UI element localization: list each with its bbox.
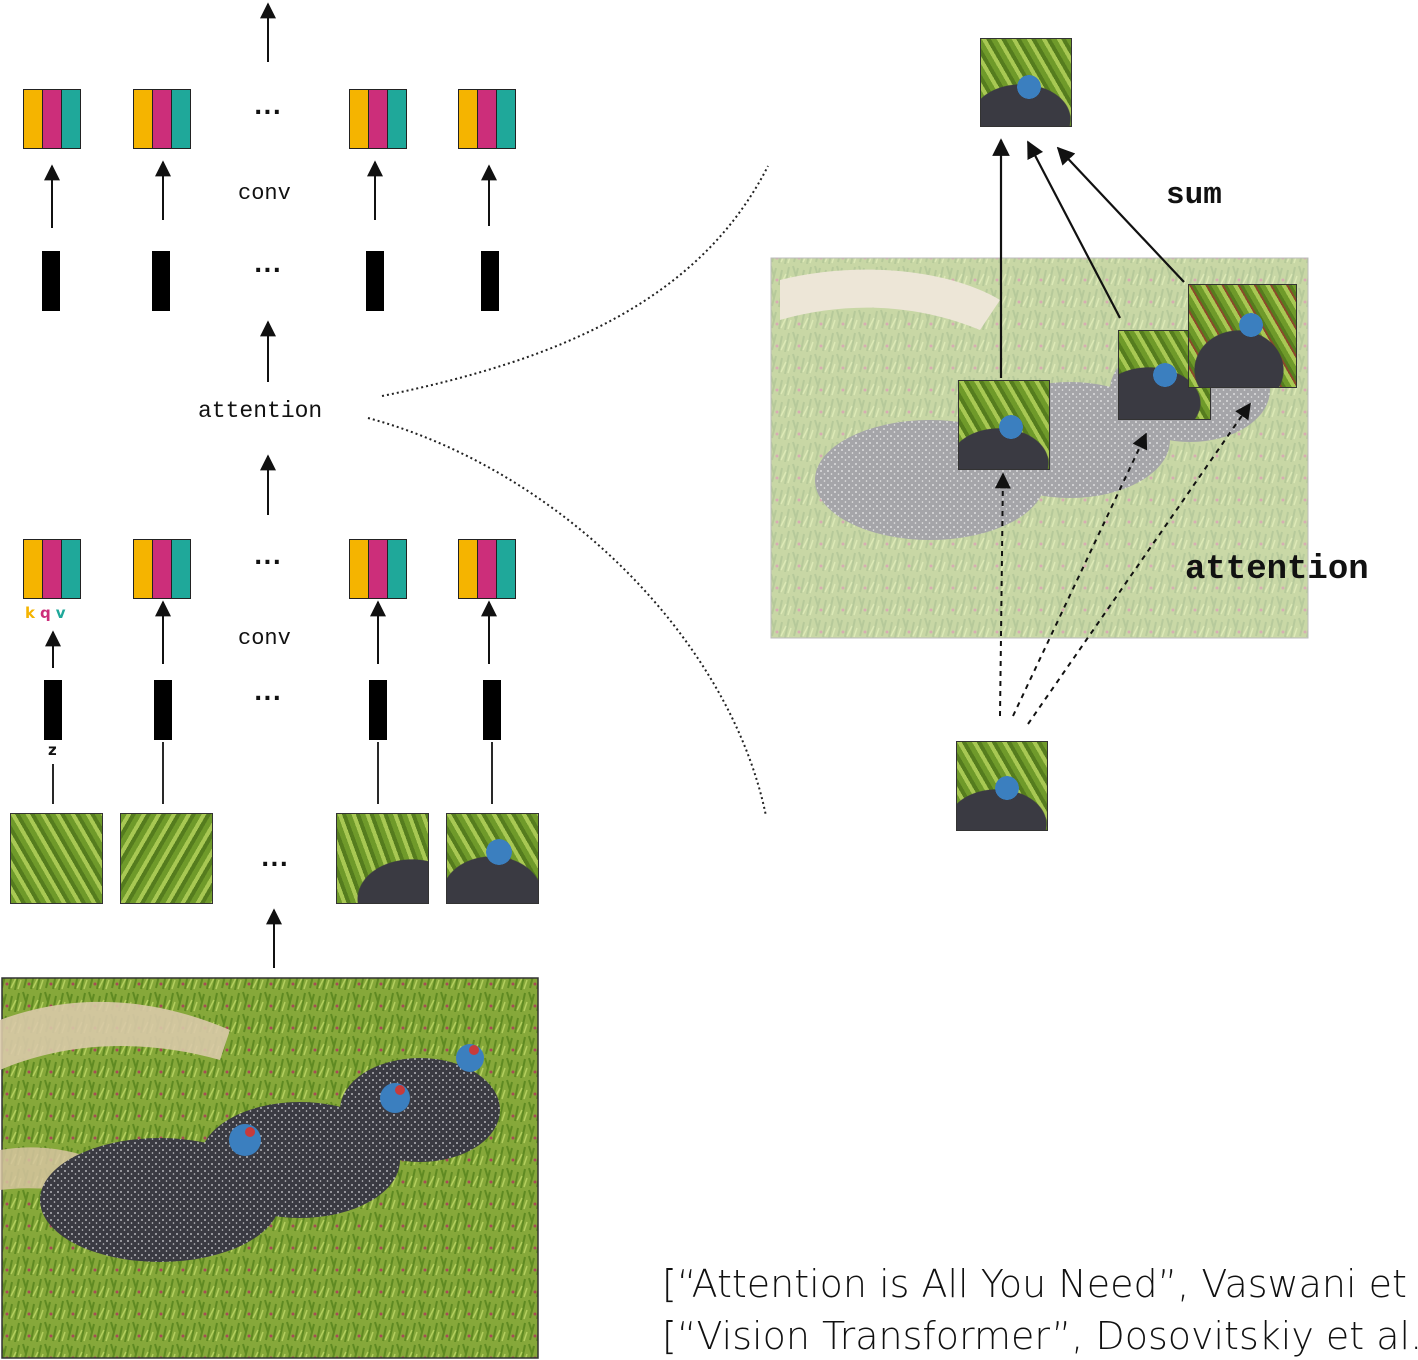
q-label: q [39,604,51,622]
bottom-feature-4 [483,680,501,740]
top-feature-ellipsis: ... [253,253,283,278]
zoom-curve-upper [381,165,769,397]
bottom-token-1 [23,539,81,599]
top-token-ellipsis: ... [253,95,283,120]
input-image [0,977,539,1359]
top-feature-1 [42,251,60,311]
bottom-feature-3 [369,680,387,740]
patch-ellipsis: ... [260,847,290,872]
z-label: z [48,741,57,759]
attention-label-right: attention [1185,551,1369,589]
kqv-labels: k q v [25,604,66,622]
top-token-4 [458,89,516,149]
output-patch [980,38,1072,127]
context-patch-3 [1188,284,1297,388]
bottom-token-ellipsis: ... [253,545,283,570]
bottom-token-4 [458,539,516,599]
bottom-feature-1 [44,680,62,740]
patch-1 [10,813,103,904]
top-conv-arrows [44,160,497,228]
bottom-token-3 [349,539,407,599]
top-token-3 [349,89,407,149]
zoom-curve-lower [367,417,767,817]
patch-to-z-lines [52,742,493,804]
citation-2: [“Vision Transformer”, Dosovitskiy et al… [662,1314,1418,1358]
query-patch [956,741,1048,831]
attention-dashed-arrows [994,402,1251,725]
bottom-token-2 [133,539,191,599]
sum-arrows [992,138,1185,378]
faded-context-image-frame [770,257,1309,639]
patch-3 [336,813,429,904]
top-feature-2 [152,251,170,311]
patch-4 [446,813,539,904]
conv-label-top: conv [238,181,291,206]
citation-1: [“Attention is All You Need”, Vaswani et… [662,1262,1418,1306]
conv-label-bottom: conv [238,626,291,651]
v-label: v [55,604,66,622]
k-label: k [25,604,35,622]
top-feature-3 [366,251,384,311]
attention-label-left: attention [198,398,323,424]
top-token-1 [23,89,81,149]
bottom-feature-ellipsis: ... [253,681,283,706]
patch-2 [120,813,213,904]
bottom-feature-2 [154,680,172,740]
sum-label: sum [1166,178,1222,213]
top-token-2 [133,89,191,149]
context-patch-1 [958,380,1050,470]
bottom-conv-arrows [45,600,497,668]
top-feature-4 [481,251,499,311]
